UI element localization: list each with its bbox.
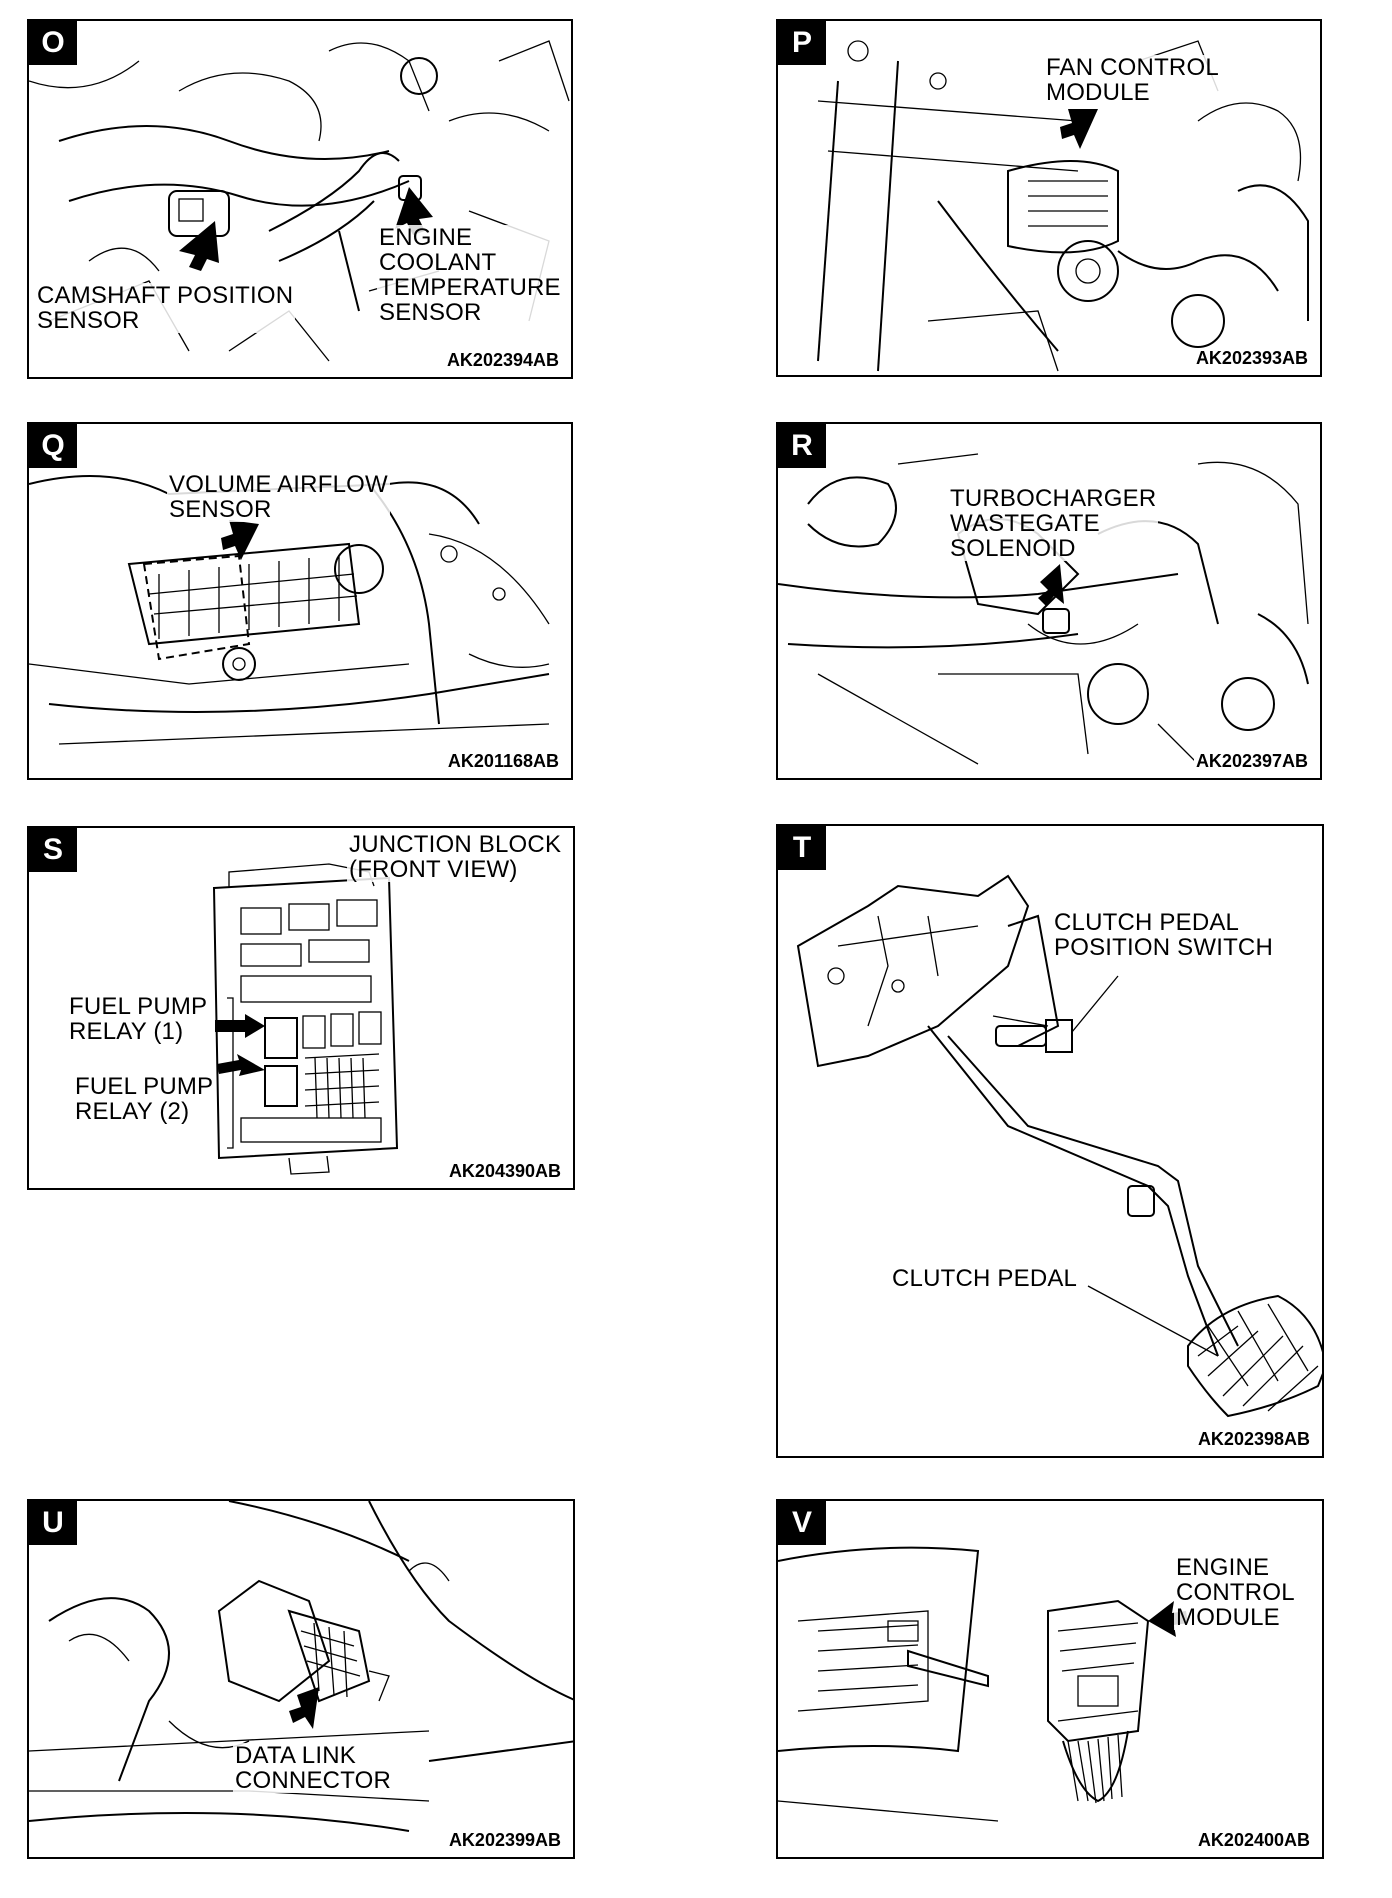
relay1-arrow-icon <box>215 1014 265 1038</box>
panel-s: S JUNCTION BLOCK (FRONT VIEW) FUEL PUMP … <box>27 826 575 1190</box>
junction-block-illustration <box>212 863 399 1175</box>
engine-control-module-label: ENGINE CONTROL MODULE <box>1174 1554 1297 1631</box>
coolant-arrow-icon <box>395 187 433 235</box>
clutch-pedal-illustration <box>796 874 1322 1418</box>
figure-code: AK202399AB <box>446 1830 563 1851</box>
fan-control-illustration <box>817 40 1309 372</box>
camshaft-position-sensor-label: CAMSHAFT POSITION SENSOR <box>35 282 296 334</box>
panel-v: V ENGINE CONTROL MODULE AK202400AB <box>776 1499 1324 1859</box>
camshaft-arrow-icon <box>179 221 219 271</box>
airflow-arrow-icon <box>221 520 259 560</box>
fan-module-arrow-icon <box>1060 109 1098 149</box>
fan-control-module-label: FAN CONTROL MODULE <box>1044 54 1221 106</box>
clutch-pedal-position-switch-label: CLUTCH PEDAL POSITION SWITCH <box>1052 909 1275 961</box>
ecm-arrow-icon <box>1148 1601 1188 1637</box>
panel-o: O ENGINE COOLANT TEMPERATURE SENSOR CAMS… <box>27 19 573 379</box>
fuel-pump-relay-2-label: FUEL PUMP RELAY (2) <box>73 1073 216 1125</box>
fuel-pump-relay-1-label: FUEL PUMP RELAY (1) <box>67 993 210 1045</box>
figure-code: AK202394AB <box>444 350 561 371</box>
figure-code: AK201168AB <box>445 751 561 772</box>
panel-u: U DATA LINK CONNECTOR AK202399AB <box>27 1499 575 1859</box>
panel-letter: V <box>778 1501 826 1545</box>
panel-letter: T <box>778 826 826 870</box>
panel-r: R TURBOCHARGER WASTEGATE SOLENOID AK2023… <box>776 422 1322 780</box>
panel-letter: P <box>778 21 826 65</box>
panel-t: T CLUTCH PEDAL POSITION SWITCH CLUTCH PE… <box>776 824 1324 1458</box>
panel-p: P FAN CONTROL MODULE AK202393AB <box>776 19 1322 377</box>
panel-q: Q VOLUME AIRFLOW SENSOR AK201168AB <box>27 422 573 780</box>
dlc-arrow-icon <box>289 1687 319 1729</box>
turbocharger-wastegate-solenoid-label: TURBOCHARGER WASTEGATE SOLENOID <box>948 485 1159 562</box>
data-link-connector-illustration <box>29 1501 573 1832</box>
figure-code: AK204390AB <box>446 1161 563 1182</box>
clutch-pedal-label: CLUTCH PEDAL <box>890 1265 1080 1292</box>
panel-letter: Q <box>29 424 77 468</box>
figure-code: AK202397AB <box>1193 751 1310 772</box>
panel-letter: S <box>29 828 77 872</box>
data-link-connector-label: DATA LINK CONNECTOR <box>233 1742 394 1794</box>
relay2-arrow-icon <box>217 1054 265 1076</box>
figure-code: AK202393AB <box>1193 348 1310 369</box>
volume-airflow-sensor-label: VOLUME AIRFLOW SENSOR <box>167 471 390 523</box>
turbocharger-illustration <box>778 453 1309 765</box>
panel-letter: U <box>29 1501 77 1545</box>
wastegate-arrow-icon <box>1038 564 1064 606</box>
figure-code: AK202398AB <box>1195 1429 1312 1450</box>
engine-control-module-illustration <box>778 1546 1188 1822</box>
figure-code: AK202400AB <box>1195 1830 1312 1851</box>
panel-letter: R <box>778 424 826 468</box>
panel-letter: O <box>29 21 77 65</box>
engine-coolant-temperature-sensor-label: ENGINE COOLANT TEMPERATURE SENSOR <box>377 224 563 326</box>
junction-block-label: JUNCTION BLOCK (FRONT VIEW) <box>347 831 564 883</box>
